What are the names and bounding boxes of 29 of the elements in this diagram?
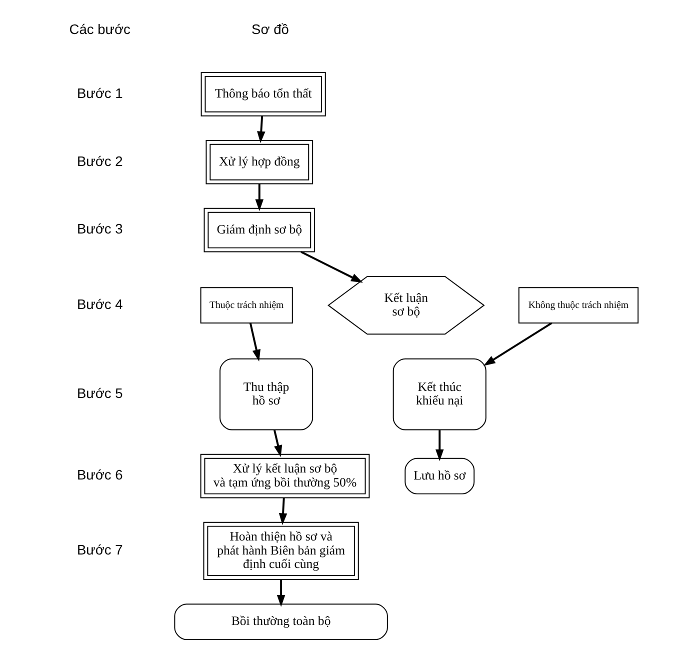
- label: Bước 3: [76, 222, 123, 237]
- node-box: Thu thập hồ sơ: [220, 358, 314, 430]
- node-box: Bồi thường toàn bộ: [174, 604, 388, 640]
- label: Bước 4: [76, 296, 123, 312]
- label: Bước 1: [76, 86, 123, 101]
- label: Bước 6: [76, 468, 123, 483]
- node-box: Lưu hồ sơ: [404, 458, 475, 494]
- arrow: [255, 184, 264, 212]
- arrow: [435, 430, 444, 462]
- label: Các bước: [69, 22, 130, 37]
- label: Sơ đồ: [252, 22, 289, 37]
- node-box: Không thuộc trách nhiệm: [518, 287, 639, 324]
- node-box: Thông báo tổn thất: [200, 72, 326, 116]
- node-box: Thuộc trách nhiệm: [200, 287, 293, 324]
- arrow: [483, 322, 552, 366]
- arrow: [278, 498, 288, 526]
- arrow: [249, 322, 261, 362]
- label: Bước 5: [76, 386, 123, 401]
- arrow: [273, 430, 282, 458]
- arrow: [276, 580, 286, 607]
- arrow: [257, 116, 266, 144]
- arrow: [300, 250, 363, 283]
- node-box: Xử lý hợp đồng: [206, 140, 314, 184]
- label: Bước 7: [76, 542, 123, 558]
- node-box: Giám định sơ bộ: [204, 208, 316, 252]
- node-box: Kết thúc khiếu nại: [392, 358, 486, 430]
- label: Bước 2: [76, 154, 123, 169]
- node-box: Hoàn thiện hồ sơ và phát hành Biên bản giám định cuối cùng: [203, 522, 359, 580]
- node-box: Xử lý kết luận sơ bộ và tạm ứng bồi thường 50%: [200, 454, 370, 498]
